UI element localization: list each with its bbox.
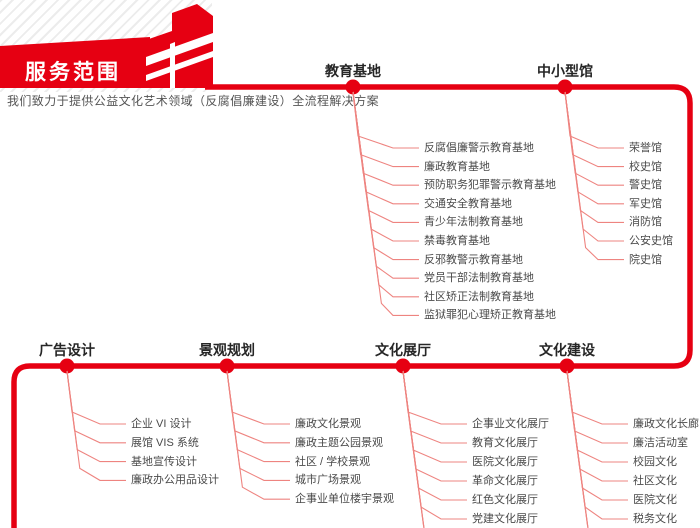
category-title: 教育基地 bbox=[325, 63, 381, 79]
category-node-dot bbox=[219, 358, 235, 374]
tree-item-label: 社区文化 bbox=[633, 475, 677, 487]
tree-item-label: 展馆 VIS 系统 bbox=[131, 436, 199, 449]
tree-item-label: 消防馆 bbox=[629, 216, 662, 229]
tree-item-label: 院史馆 bbox=[629, 253, 662, 266]
category-node-dot bbox=[345, 79, 361, 95]
tree-item-label: 廉政文化长廊 bbox=[633, 418, 699, 430]
tree-item-label: 企业 VI 设计 bbox=[131, 418, 192, 430]
tree-item-label: 企事业文化展厅 bbox=[472, 418, 549, 430]
tree-item-label: 荣誉馆 bbox=[629, 142, 662, 154]
tree-item-label: 税务文化 bbox=[633, 513, 677, 525]
tree-item-label: 校园文化 bbox=[633, 456, 677, 468]
tree-item-label: 反邪教警示教育基地 bbox=[424, 253, 523, 266]
tree-item-label: 红色文化展厅 bbox=[472, 494, 538, 506]
tree-item-label: 公安史馆 bbox=[629, 235, 673, 247]
category-node-dot bbox=[559, 358, 575, 374]
tree-item-label: 社区矫正法制教育基地 bbox=[424, 290, 534, 303]
tree-item-label: 廉政主题公园景观 bbox=[295, 436, 383, 449]
category-title: 文化建设 bbox=[539, 342, 595, 358]
category-node-dot bbox=[59, 358, 75, 374]
tree-item-label: 交通安全教育基地 bbox=[424, 197, 512, 210]
tagline-text: 我们致力于提供公益文化艺术领域（反腐倡廉建设）全流程解决方案 bbox=[7, 94, 380, 108]
tree-item-label: 基地宣传设计 bbox=[131, 455, 197, 468]
category-title: 景观规划 bbox=[199, 342, 255, 358]
category-node-dot bbox=[395, 358, 411, 374]
tree-item-label: 教育文化展厅 bbox=[472, 437, 538, 449]
tree-item-label: 革命文化展厅 bbox=[472, 475, 538, 487]
tree-item-label: 党建文化展厅 bbox=[472, 513, 538, 525]
building-logo-icon bbox=[146, 4, 213, 88]
tree-item-label: 党员干部法制教育基地 bbox=[424, 272, 534, 285]
tree-item-label: 医院文化展厅 bbox=[472, 456, 538, 468]
tree-item-label: 社区 / 学校景观 bbox=[295, 455, 371, 468]
overflow-indicator: ⋮ bbox=[671, 493, 681, 504]
category-node-dot bbox=[557, 79, 573, 95]
tree-item-label: 廉政教育基地 bbox=[424, 160, 490, 173]
tree-item-label: 医院文化 bbox=[633, 494, 677, 506]
banner-flag bbox=[0, 37, 150, 88]
category-title: 广告设计 bbox=[39, 342, 95, 358]
tree-item-label: 青少年法制教育基地 bbox=[424, 216, 523, 229]
tree-item-label: 校史馆 bbox=[629, 160, 662, 173]
tree-item-label: 反腐倡廉警示教育基地 bbox=[424, 142, 534, 154]
tree-item-label: 廉政办公用品设计 bbox=[131, 474, 219, 487]
tree-item-label: 禁毒教育基地 bbox=[424, 235, 490, 247]
category-title: 中小型馆 bbox=[537, 63, 593, 79]
tree-item-label: 廉洁活动室 bbox=[633, 437, 688, 449]
tree-item-label: 军史馆 bbox=[629, 197, 662, 210]
tree-item-label: 廉政文化景观 bbox=[295, 418, 361, 430]
banner-graphic bbox=[0, 4, 213, 88]
tree-item-label: 警史馆 bbox=[629, 179, 662, 192]
tree-item-label: 企事业单位楼宇景观 bbox=[295, 493, 394, 506]
tree-item-label: 监狱罪犯心理矫正教育基地 bbox=[424, 309, 556, 322]
page-title: 服务范围 bbox=[25, 61, 121, 84]
category-title: 文化展厅 bbox=[375, 342, 431, 358]
tree-item-label: 城市广场景观 bbox=[295, 474, 361, 487]
tree-item-label: 预防职务犯罪警示教育基地 bbox=[424, 179, 556, 192]
